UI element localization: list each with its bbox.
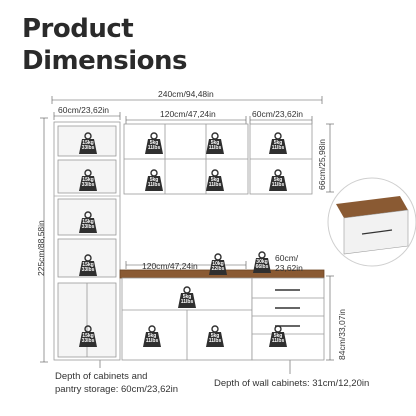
weight-kg: 5kg — [182, 294, 192, 300]
weight-lbs: 11lbs — [147, 182, 161, 189]
dim-wall-height: 66cm/25,98in — [317, 138, 327, 190]
weight-kg: 5kg — [273, 140, 283, 146]
dim-counter-width: 120cm/47,24in — [142, 261, 198, 271]
note-depth-cabinets-line1: Depth of cabinets and — [55, 371, 148, 382]
dim-left-width: 60cm/23,62in — [58, 105, 110, 115]
weight-lbs: 11lbs — [271, 145, 285, 152]
weight-icon — [79, 169, 97, 191]
weight-icon — [206, 132, 224, 154]
weight-lbs: 11lbs — [208, 145, 222, 152]
weight-kg: 5kg — [149, 177, 159, 183]
weight-kg: 10kg — [212, 261, 224, 267]
weight-lbs: 11lbs — [271, 338, 285, 345]
weight-kg: 5kg — [210, 177, 220, 183]
weight-lbs: 11lbs — [147, 145, 161, 152]
weight-icon — [253, 251, 271, 273]
weight-kg: 5kg — [210, 333, 220, 339]
weight-lbs: 33lbs — [81, 338, 95, 345]
weight-icon — [269, 132, 287, 154]
note-depth-wall: Depth of wall cabinets: 31cm/12,20in — [214, 378, 370, 389]
weight-icon — [178, 286, 196, 308]
weight-kg: 15kg — [82, 333, 94, 339]
note-depth-cabinets: Depth of cabinets and pantry storage: 60… — [55, 370, 178, 396]
weight-kg: 15kg — [82, 177, 94, 183]
weight-icon — [143, 325, 161, 347]
weight-lbs: 66lbs — [255, 264, 269, 271]
title-product: Product — [22, 14, 134, 44]
weight-icon — [79, 254, 97, 276]
title-dimensions: Dimensions — [22, 46, 187, 76]
note-depth-cabinets-line2: pantry storage: 60cm/23,62in — [55, 384, 179, 395]
weight-kg: 5kg — [273, 333, 283, 339]
weight-icon — [206, 325, 224, 347]
drawer-inset-illustration — [327, 177, 416, 267]
dim-base-height: 84cm/33,07in — [337, 308, 347, 360]
weight-lbs: 11lbs — [145, 338, 159, 345]
dim-lower-right-width-1: 60cm/ — [275, 253, 299, 263]
weight-icon — [145, 169, 163, 191]
weight-lbs: 11lbs — [208, 182, 222, 189]
weight-kg: 5kg — [210, 140, 220, 146]
weight-lbs: 11lbs — [180, 299, 194, 306]
weight-lbs: 33lbs — [81, 145, 95, 152]
weight-kg: 15kg — [82, 262, 94, 268]
weight-lbs: 33lbs — [81, 182, 95, 189]
weight-kg: 5kg — [273, 177, 283, 183]
weight-lbs: 33lbs — [81, 267, 95, 274]
weight-lbs: 33lbs — [81, 224, 95, 231]
weight-icon — [79, 325, 97, 347]
weight-icon — [206, 169, 224, 191]
dim-lower-right-width-2: 23,62in — [275, 263, 303, 273]
dim-right-width: 60cm/23,62in — [252, 109, 304, 119]
dim-middle-width: 120cm/47,24in — [160, 109, 216, 119]
weight-kg: 15kg — [82, 140, 94, 146]
weight-icon — [145, 132, 163, 154]
weight-lbs: 22lbs — [211, 266, 225, 273]
weight-icon — [79, 132, 97, 154]
weight-icon — [209, 253, 227, 275]
weight-icon — [269, 325, 287, 347]
weight-kg: 15kg — [82, 219, 94, 225]
weight-lbs: 11lbs — [208, 338, 222, 345]
weight-icon — [269, 169, 287, 191]
dim-total-height: 225cm/88,58in — [36, 220, 46, 276]
dim-total-width: 240cm/94,48in — [158, 89, 214, 99]
weight-kg: 5kg — [149, 140, 159, 146]
weight-kg: 5kg — [147, 333, 157, 339]
weight-kg: 30kg — [256, 259, 268, 265]
weight-lbs: 11lbs — [271, 182, 285, 189]
weight-icon — [79, 211, 97, 233]
